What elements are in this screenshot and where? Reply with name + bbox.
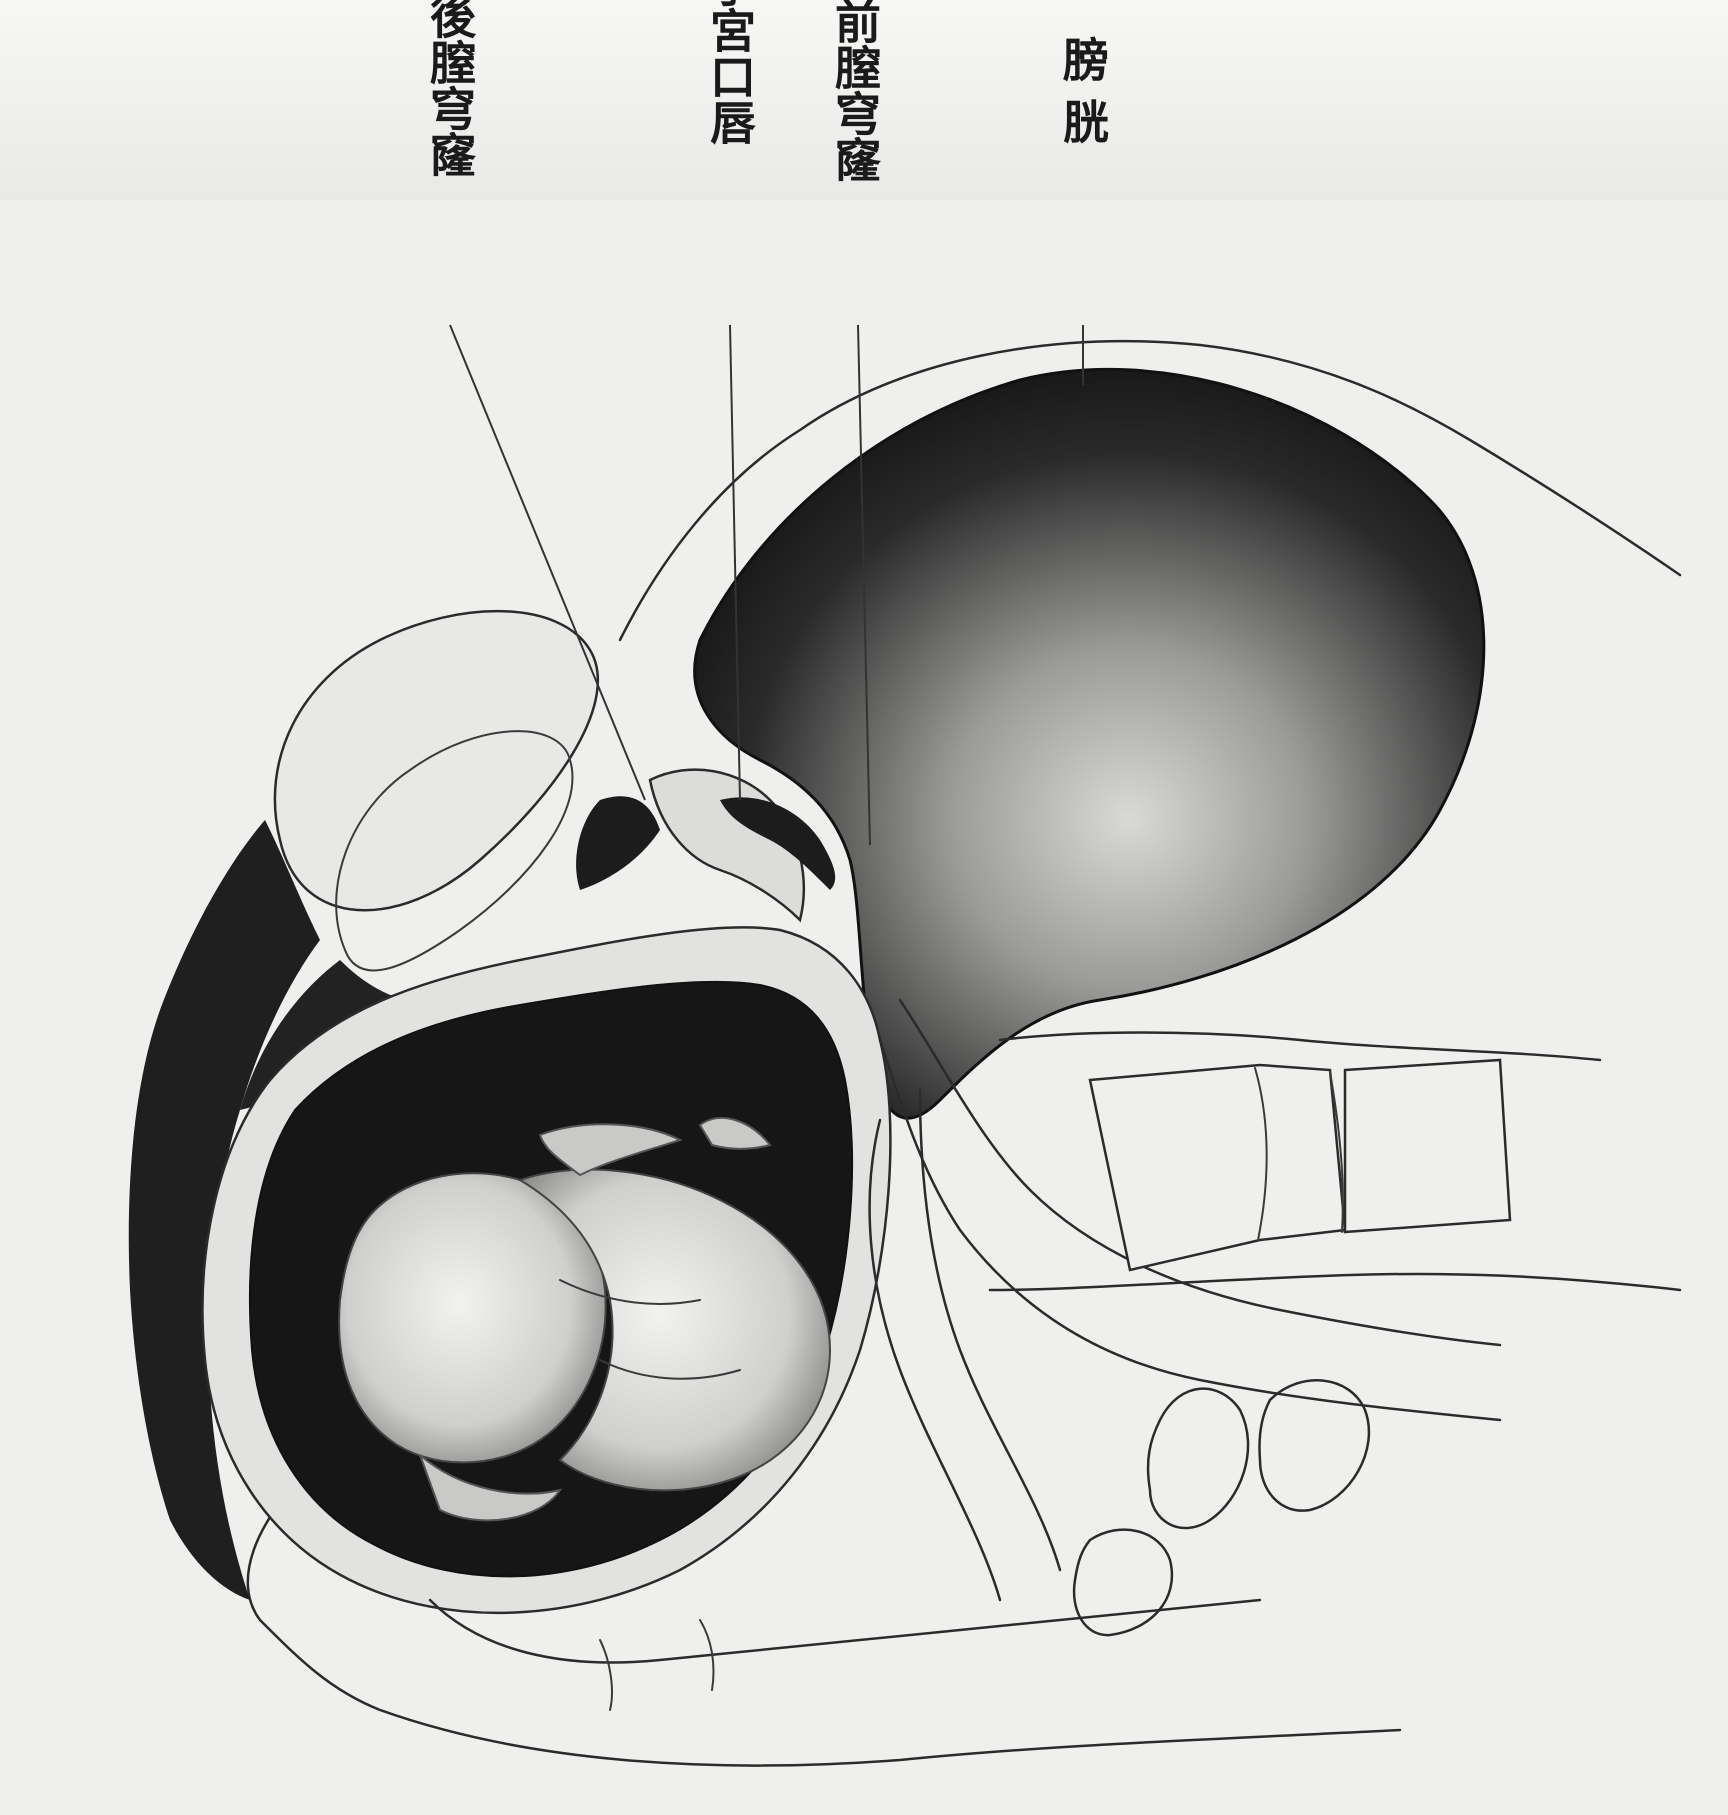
label-posterior-lip: 後子宮口唇 <box>703 0 757 145</box>
label-anterior-fornix: 前膣穹窿 <box>828 0 882 182</box>
vertebra-2 <box>1345 1060 1510 1232</box>
label-posterior-fornix: 後膣穹窿 <box>423 0 477 177</box>
label-bladder: 膀 胱 <box>1056 36 1110 144</box>
